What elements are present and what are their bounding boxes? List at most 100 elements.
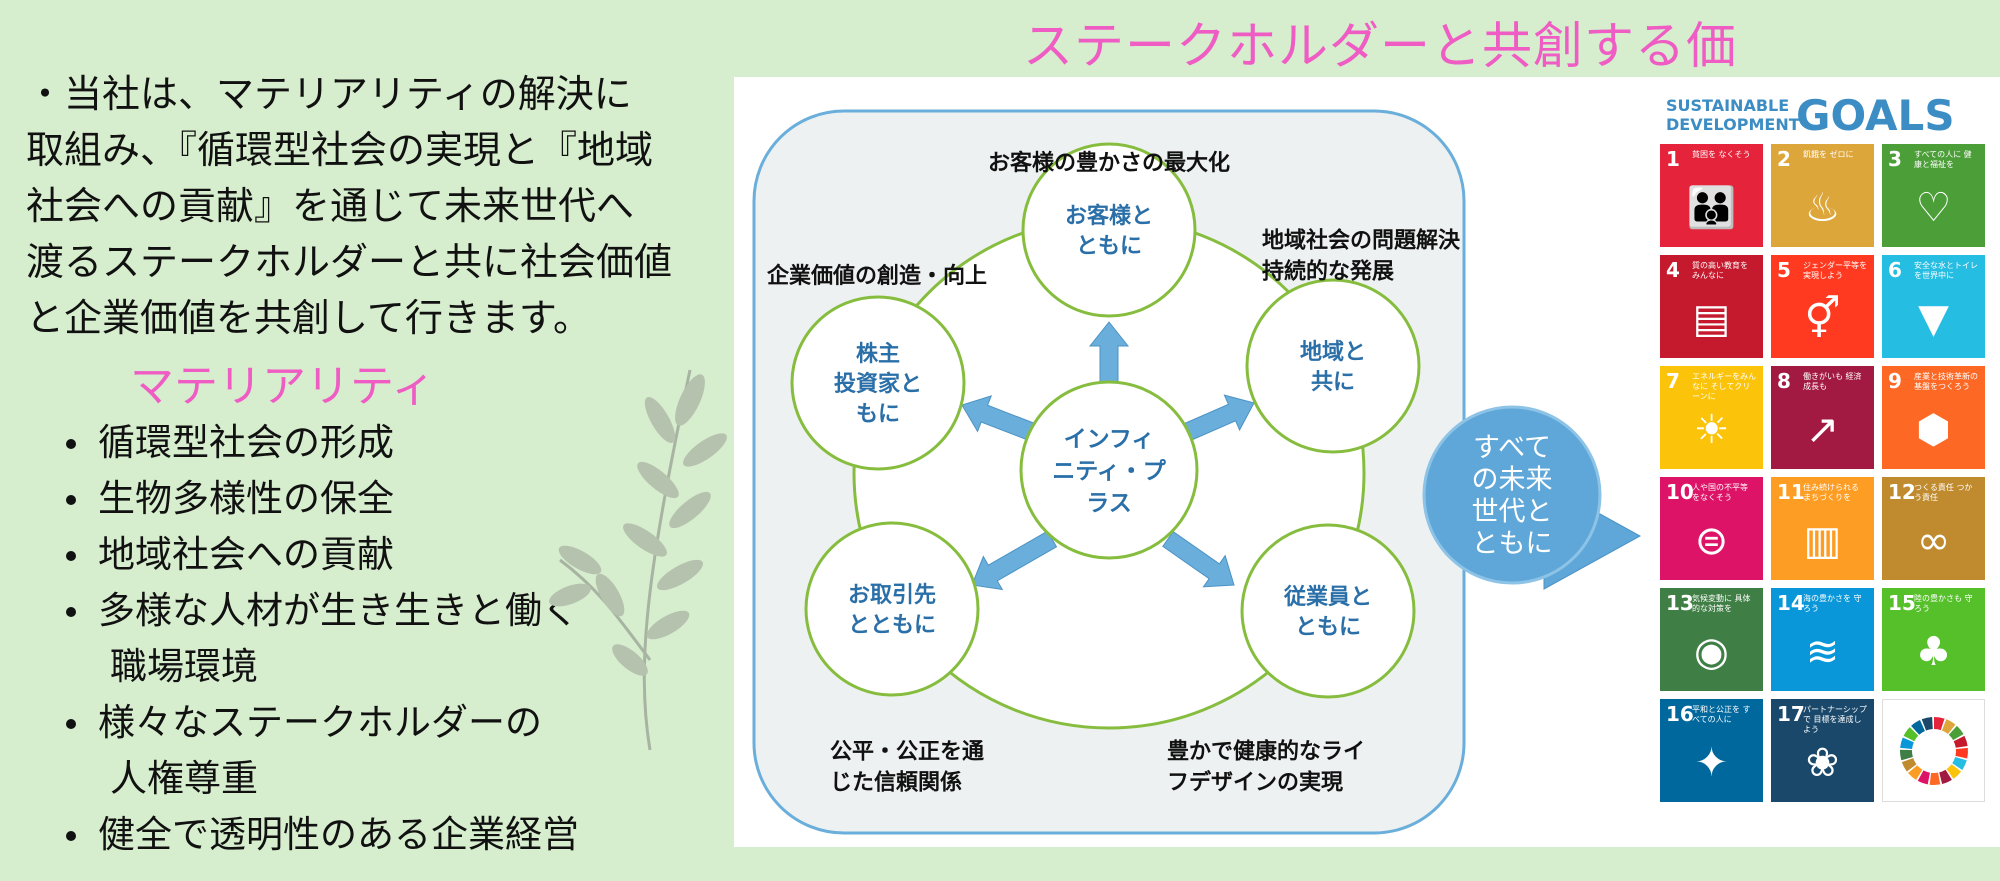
sdg-goal-label: 安全な水とトイレ を世界中に	[1914, 261, 1978, 280]
materiality-item: 生物多様性の保全	[62, 471, 579, 527]
sdg-goal-label: エネルギーをみんなに そしてクリーンに	[1692, 372, 1756, 401]
sdg-wheel-segment	[1929, 772, 1941, 785]
sdg-goal-label: つくる責任 つかう責任	[1914, 483, 1973, 502]
sdg-wheel-segment	[1917, 770, 1930, 785]
sdg-goal-label: 平和と公正を すべての人に	[1692, 705, 1751, 724]
gender-icon: ⚥	[1804, 296, 1841, 342]
stakeholder-node-label: お取引先	[848, 583, 936, 608]
water-icon: ▼	[1918, 296, 1949, 342]
bowl-icon: ♨	[1804, 185, 1841, 231]
future-generations-circle	[1422, 405, 1602, 585]
sdg-wheel-segment	[1939, 769, 1952, 785]
future-generations-label: すべて	[1473, 433, 1551, 464]
stakeholder-node-label: 投資家と	[834, 371, 922, 397]
sdg-header-big: GOALS	[1796, 91, 1955, 140]
materiality-item: 様々なステークホルダーの人権尊重	[62, 695, 579, 807]
sdg-goal-number: 5	[1777, 258, 1791, 282]
sdg-goal-label: パートナーシップで 目標を達成しよう	[1803, 705, 1867, 734]
sdg-goal-label: 貧困を なくそう	[1692, 150, 1751, 159]
center-node-label: ラス	[1086, 490, 1132, 516]
sdg-wheel-icon	[1900, 717, 1968, 785]
diagram-canvas: お客様とともに地域と共に従業員とともにお取引先とともに株主投資家ともにインフィニ…	[752, 91, 1955, 835]
sdg-wheel-icon	[1882, 699, 1985, 802]
stakeholder-node-label: お客様と	[1065, 203, 1153, 229]
sdg-goal-label: 質の高い教育を みんなに	[1692, 261, 1748, 280]
sdg-wheel-segment	[1908, 765, 1923, 780]
materiality-item: 地域社会への貢献	[62, 527, 579, 583]
sdg-goal-number: 1	[1666, 147, 1680, 171]
sdg-goal-number: 8	[1777, 369, 1791, 393]
outcome-caption: じた信頼関係	[830, 769, 962, 795]
stakeholder-node	[790, 295, 966, 471]
stakeholder-node-label: とともに	[848, 613, 936, 638]
sdg-header: SUSTAINABLE DEVELOPMENT GOALS	[1666, 91, 1955, 140]
sdg-wheel-segment	[1953, 735, 1968, 748]
sdg-goal-number: 12	[1888, 480, 1916, 504]
outcome-caption: 地域社会の問題解決	[1262, 227, 1461, 253]
heartbeat-icon: ♡	[1915, 185, 1952, 231]
materiality-list: 循環型社会の形成 生物多様性の保全 地域社会への貢献 多様な人材が生き生きと働く…	[62, 415, 579, 863]
sdg-wheel-segment	[1952, 757, 1967, 770]
stakeholder-node-label: ともに	[1076, 234, 1142, 259]
cubes-icon: ⬢	[1916, 407, 1951, 453]
equality-icon: ⊜	[1694, 518, 1729, 564]
center-node	[1019, 380, 1199, 560]
sdg-goal-number: 13	[1666, 591, 1694, 615]
future-generations-label: 世代と	[1472, 497, 1553, 528]
materiality-item: 循環型社会の形成	[62, 415, 579, 471]
dove-icon: ✦	[1694, 740, 1729, 786]
intro-line: 渡るステークホルダーと共に社会価値	[26, 240, 673, 284]
intro-line: と企業価値を共創して行きます。	[26, 296, 592, 340]
plant-decoration-icon	[549, 369, 727, 751]
intro-line: 取組み、『循環型社会の実現と『地域	[26, 128, 654, 172]
infinity-icon: ∞	[1916, 518, 1951, 564]
sdg-goal-label: 働きがいも 経済成長も	[1803, 372, 1862, 391]
stakeholder-node	[1245, 278, 1421, 454]
center-node-label: ニティ・プ	[1052, 458, 1167, 484]
sdg-goal-number: 14	[1777, 591, 1805, 615]
outcome-caption: フデザインの実現	[1167, 769, 1343, 795]
people-icon: 👪	[1686, 185, 1737, 231]
sdg-goal-label: ジェンダー平等を 実現しよう	[1803, 261, 1867, 280]
sdg-goal-number: 7	[1666, 369, 1680, 393]
fish-icon: ≋	[1805, 629, 1840, 675]
arrow-shape	[1162, 530, 1235, 588]
sdg-goal-tile: 5 ジェンダー平等を 実現しよう ⚥	[1771, 255, 1874, 358]
future-generations-label: の未来	[1472, 465, 1553, 496]
city-icon: ▥	[1803, 518, 1842, 564]
sdg-goal-label: 住み続けられる まちづくりを	[1803, 483, 1859, 502]
materiality-item: 健全で透明性のある企業経営	[62, 807, 579, 863]
outcome-caption: 豊かで健康的なライ	[1167, 738, 1365, 764]
sdg-goal-label: 人や国の不平等 をなくそう	[1692, 483, 1748, 502]
sdg-wheel-segment	[1934, 717, 1945, 731]
sdg-wheel-segment	[1946, 764, 1962, 779]
outcome-caption: 持続的な発展	[1262, 258, 1394, 284]
stakeholder-node-label: 株主	[856, 342, 900, 367]
stakeholder-node-label: ともに	[1295, 615, 1361, 640]
stakeholder-node-label: 共に	[1311, 370, 1355, 395]
sdg-goal-label: 産業と技術革新の 基盤をつくろう	[1914, 372, 1978, 391]
sdg-wheel-segment	[1955, 747, 1968, 759]
outcome-caption: 公平・公正を通	[830, 739, 984, 764]
future-generations-label: ともに	[1472, 529, 1553, 560]
sdg-goal-number: 16	[1666, 702, 1694, 726]
materiality-title: マテリアリティ	[130, 361, 436, 412]
stakeholder-node-label: 従業員と	[1283, 584, 1372, 610]
intro-text: ・当社は、マテリアリティの解決に 取組み、『循環型社会の実現と『地域 社会への貢…	[26, 66, 746, 346]
sdg-goal-number: 15	[1888, 591, 1916, 615]
intro-line: ・当社は、マテリアリティの解決に	[26, 72, 632, 116]
intro-line: 社会への貢献』を通じて未来世代へ	[26, 184, 635, 228]
